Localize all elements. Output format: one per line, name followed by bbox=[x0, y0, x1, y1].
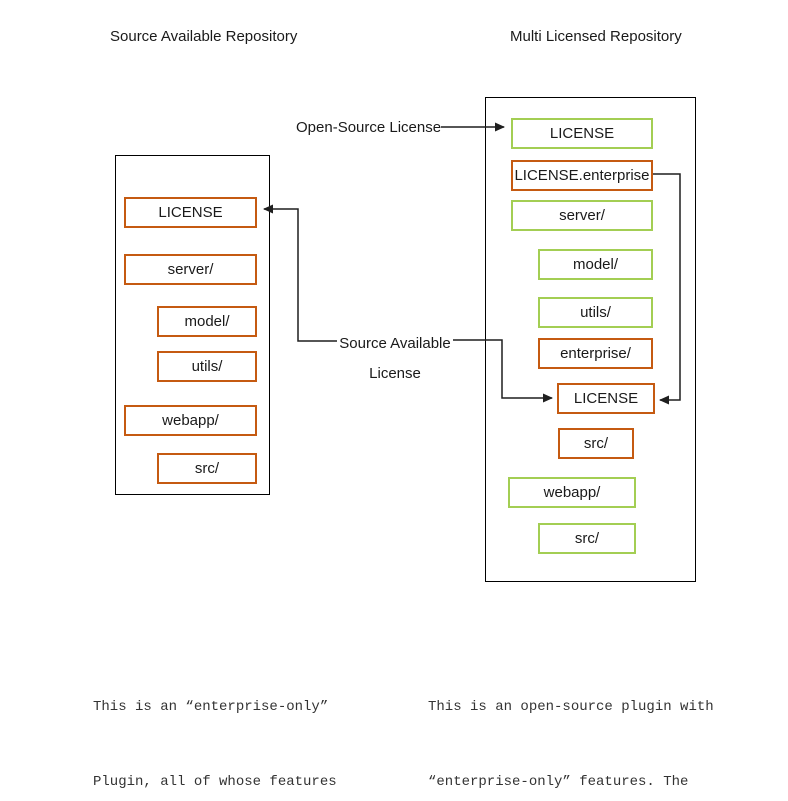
sa-repo-webapp-box: webapp/ bbox=[124, 405, 257, 436]
left-repo-title: Source Available Repository bbox=[110, 28, 298, 45]
ml-repo-enterprise-license-box: LICENSE bbox=[557, 383, 655, 414]
left-note-line: This is an “enterprise-only” bbox=[93, 699, 329, 715]
sa-repo-src-box: src/ bbox=[157, 453, 257, 484]
left-note: This is an “enterprise-only” Plugin, all… bbox=[93, 645, 387, 801]
ml-repo-model-box: model/ bbox=[538, 249, 653, 280]
ml-repo-server-box: server/ bbox=[511, 200, 653, 231]
ml-repo-license-enterprise-box: LICENSE.enterprise bbox=[511, 160, 653, 191]
ml-repo-utils-box: utils/ bbox=[538, 297, 653, 328]
ml-repo-webapp-src-box: src/ bbox=[538, 523, 636, 554]
sa-repo-license-box: LICENSE bbox=[124, 197, 257, 228]
sa-repo-utils-box: utils/ bbox=[157, 351, 257, 382]
source-available-license-label: Source Available License bbox=[337, 329, 453, 389]
ml-repo-enterprise-src-box: src/ bbox=[558, 428, 634, 459]
source-available-license-label-line2: License bbox=[369, 365, 421, 382]
sa-repo-model-box: model/ bbox=[157, 306, 257, 337]
source-available-license-arrow-left bbox=[263, 204, 340, 342]
left-note-line: Plugin, all of whose features bbox=[93, 774, 337, 790]
right-repo-title: Multi Licensed Repository bbox=[510, 28, 682, 45]
source-available-license-label-line1: Source Available bbox=[339, 335, 451, 352]
right-note-line: “enterprise-only” features. The bbox=[428, 774, 689, 790]
right-note: This is an open-source plugin with “ente… bbox=[428, 645, 714, 801]
open-source-license-label: Open-Source License bbox=[296, 119, 442, 136]
ml-repo-enterprise-box: enterprise/ bbox=[538, 338, 653, 369]
ml-repo-license-box: LICENSE bbox=[511, 118, 653, 149]
ml-repo-webapp-box: webapp/ bbox=[508, 477, 636, 508]
sa-repo-server-box: server/ bbox=[124, 254, 257, 285]
right-note-line: This is an open-source plugin with bbox=[428, 699, 714, 715]
